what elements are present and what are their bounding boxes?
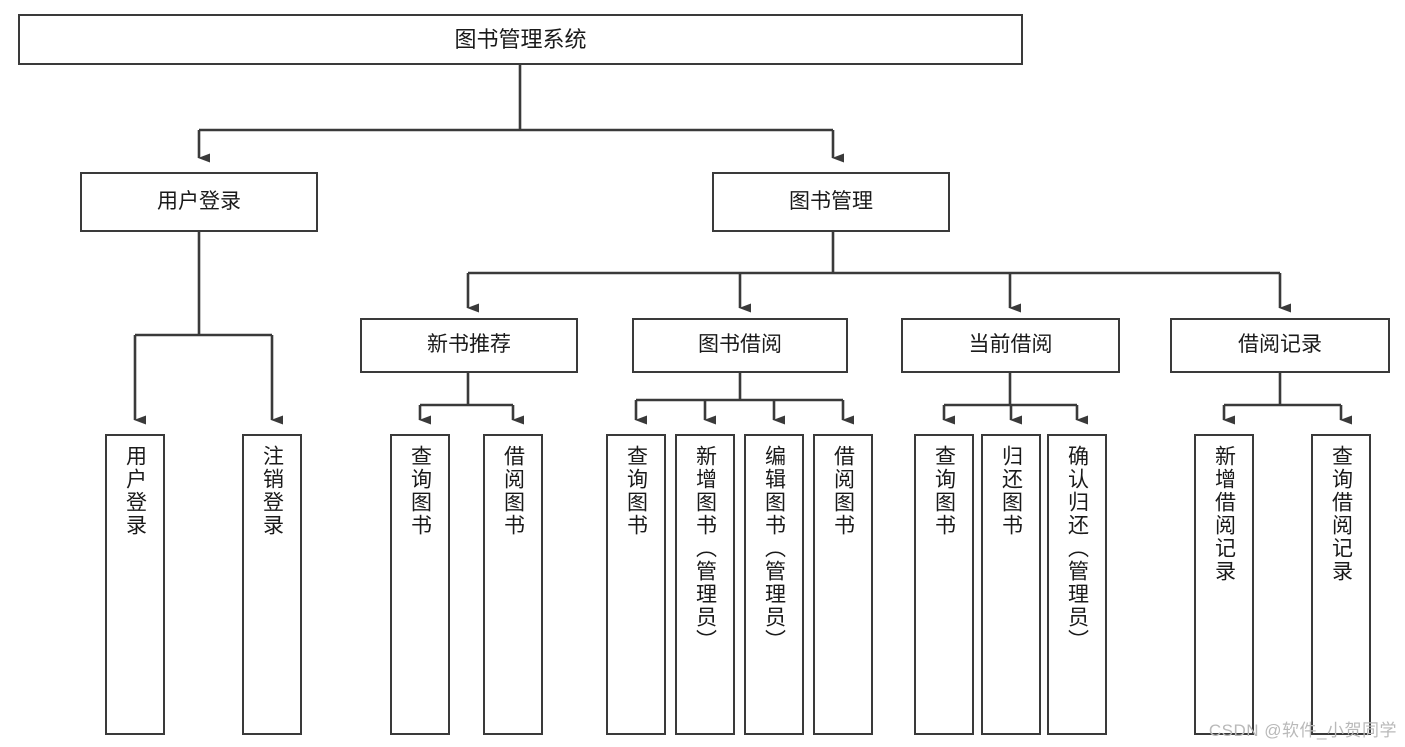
node-user-login[interactable]: 用户登录 <box>80 172 318 232</box>
leaf-query-book-current-label: 查询图书 <box>932 445 956 537</box>
leaf-borrow-book[interactable]: 借阅图书 <box>813 434 873 735</box>
leaf-confirm-return-admin[interactable]: 确认归还（管理员） <box>1047 434 1107 735</box>
node-book-management[interactable]: 图书管理 <box>712 172 950 232</box>
leaf-edit-book-admin[interactable]: 编辑图书（管理员） <box>744 434 804 735</box>
leaf-confirm-return-admin-label: 确认归还（管理员） <box>1065 445 1089 652</box>
node-current-borrow-label: 当前借阅 <box>968 333 1053 357</box>
node-root-system[interactable]: 图书管理系统 <box>18 14 1023 65</box>
node-new-book-recommend[interactable]: 新书推荐 <box>360 318 578 373</box>
node-book-management-label: 图书管理 <box>789 189 873 213</box>
leaf-edit-book-admin-label: 编辑图书（管理员） <box>762 445 786 652</box>
leaf-return-book-label: 归还图书 <box>999 445 1023 537</box>
leaf-user-login-label: 用户登录 <box>123 445 147 537</box>
leaf-query-book-recommend-label: 查询图书 <box>408 445 432 537</box>
node-book-borrow-label: 图书借阅 <box>698 333 782 357</box>
leaf-borrow-book-recommend[interactable]: 借阅图书 <box>483 434 543 735</box>
node-borrow-record-label: 借阅记录 <box>1238 333 1322 357</box>
node-current-borrow[interactable]: 当前借阅 <box>901 318 1120 373</box>
leaf-add-book-admin[interactable]: 新增图书（管理员） <box>675 434 735 735</box>
node-book-borrow[interactable]: 图书借阅 <box>632 318 848 373</box>
node-root-system-label: 图书管理系统 <box>454 26 587 52</box>
node-new-book-recommend-label: 新书推荐 <box>427 333 511 357</box>
leaf-query-book-borrow-label: 查询图书 <box>624 445 648 537</box>
leaf-query-borrow-record[interactable]: 查询借阅记录 <box>1311 434 1371 735</box>
leaf-borrow-book-recommend-label: 借阅图书 <box>501 445 525 537</box>
node-user-login-label: 用户登录 <box>157 189 241 213</box>
leaf-add-borrow-record[interactable]: 新增借阅记录 <box>1194 434 1254 735</box>
leaf-add-borrow-record-label: 新增借阅记录 <box>1212 445 1236 583</box>
leaf-logout[interactable]: 注销登录 <box>242 434 302 735</box>
leaf-user-login[interactable]: 用户登录 <box>105 434 165 735</box>
leaf-borrow-book-label: 借阅图书 <box>831 445 855 537</box>
leaf-query-book-recommend[interactable]: 查询图书 <box>390 434 450 735</box>
leaf-query-book-borrow[interactable]: 查询图书 <box>606 434 666 735</box>
leaf-query-book-current[interactable]: 查询图书 <box>914 434 974 735</box>
leaf-logout-label: 注销登录 <box>260 445 284 537</box>
leaf-return-book[interactable]: 归还图书 <box>981 434 1041 735</box>
leaf-query-borrow-record-label: 查询借阅记录 <box>1329 445 1353 583</box>
leaf-add-book-admin-label: 新增图书（管理员） <box>693 445 717 652</box>
node-borrow-record[interactable]: 借阅记录 <box>1170 318 1390 373</box>
